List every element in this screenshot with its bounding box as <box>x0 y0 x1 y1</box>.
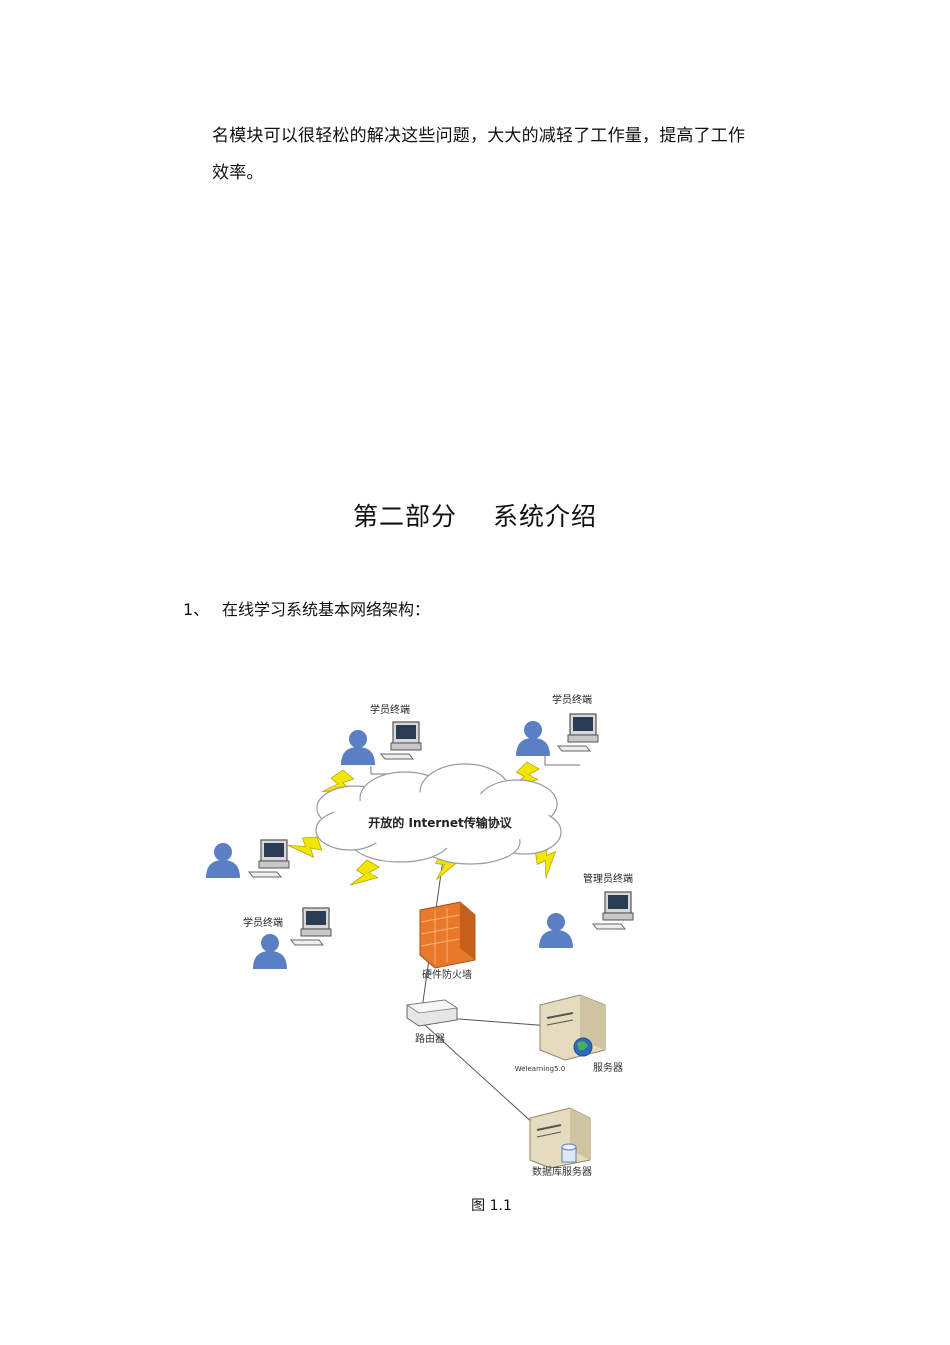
computer-icon <box>248 839 290 878</box>
paragraph-line-2: 效率。 <box>212 163 264 183</box>
router-label: 路由器 <box>415 1032 445 1045</box>
lightning-bolt-left <box>287 832 324 865</box>
cloud-label: 开放的 Internet传输协议 <box>368 815 512 830</box>
section-title: 第二部分 系统介绍 <box>0 500 950 534</box>
section-title-part-2: 系统介绍 <box>493 502 598 531</box>
computer-icon <box>290 907 332 946</box>
network-links <box>414 844 551 1126</box>
network-architecture-diagram: 学员终端 学员终端 学员终端 管理员终端 <box>206 693 634 1178</box>
database-server: 数据库服务器 <box>529 1107 592 1178</box>
student-terminal-label: 学员终端 <box>552 693 592 706</box>
router: 路由器 <box>405 999 459 1045</box>
computer-icon <box>592 891 634 930</box>
user-icon <box>516 721 550 756</box>
user-icon <box>206 843 240 878</box>
firewall-label: 硬件防火墙 <box>422 968 472 981</box>
student-terminal-label: 学员终端 <box>370 703 410 716</box>
list-item-text: 在线学习系统基本网络架构： <box>222 600 431 619</box>
lightning-bolt-bottom-left <box>348 857 383 896</box>
database-icon <box>561 1143 577 1163</box>
db-server-label: 数据库服务器 <box>532 1165 592 1178</box>
hardware-firewall: 硬件防火墙 <box>419 901 476 981</box>
user-icon <box>539 913 573 948</box>
user-icon <box>253 934 287 969</box>
list-item-number: 1、 <box>183 600 210 619</box>
computer-icon <box>380 721 422 760</box>
admin-terminal-label: 管理员终端 <box>583 872 633 885</box>
user-icon <box>341 730 375 765</box>
student-terminal-bottom-left: 学员终端 <box>243 907 332 969</box>
admin-terminal: 管理员终端 <box>539 872 634 948</box>
student-terminal-label: 学员终端 <box>243 916 283 929</box>
student-terminal-top-left: 学员终端 <box>341 703 422 775</box>
computer-icon <box>557 713 599 752</box>
student-terminal-left <box>206 839 290 878</box>
section-title-part-1: 第二部分 <box>352 502 457 531</box>
app-server-label: 服务器 <box>593 1061 623 1074</box>
student-terminal-top-right: 学员终端 <box>516 693 599 766</box>
internet-cloud: 开放的 Internet传输协议 <box>315 763 562 865</box>
app-server-label-prefix: Welearning5.0 <box>515 1065 566 1073</box>
figure-caption: 图 1.1 <box>471 1198 512 1214</box>
paragraph-line-1: 名模块可以很轻松的解决这些问题，大大的减轻了工作量，提高了工作 <box>212 126 746 146</box>
app-server: Welearning5.0 服务器 <box>515 994 623 1074</box>
